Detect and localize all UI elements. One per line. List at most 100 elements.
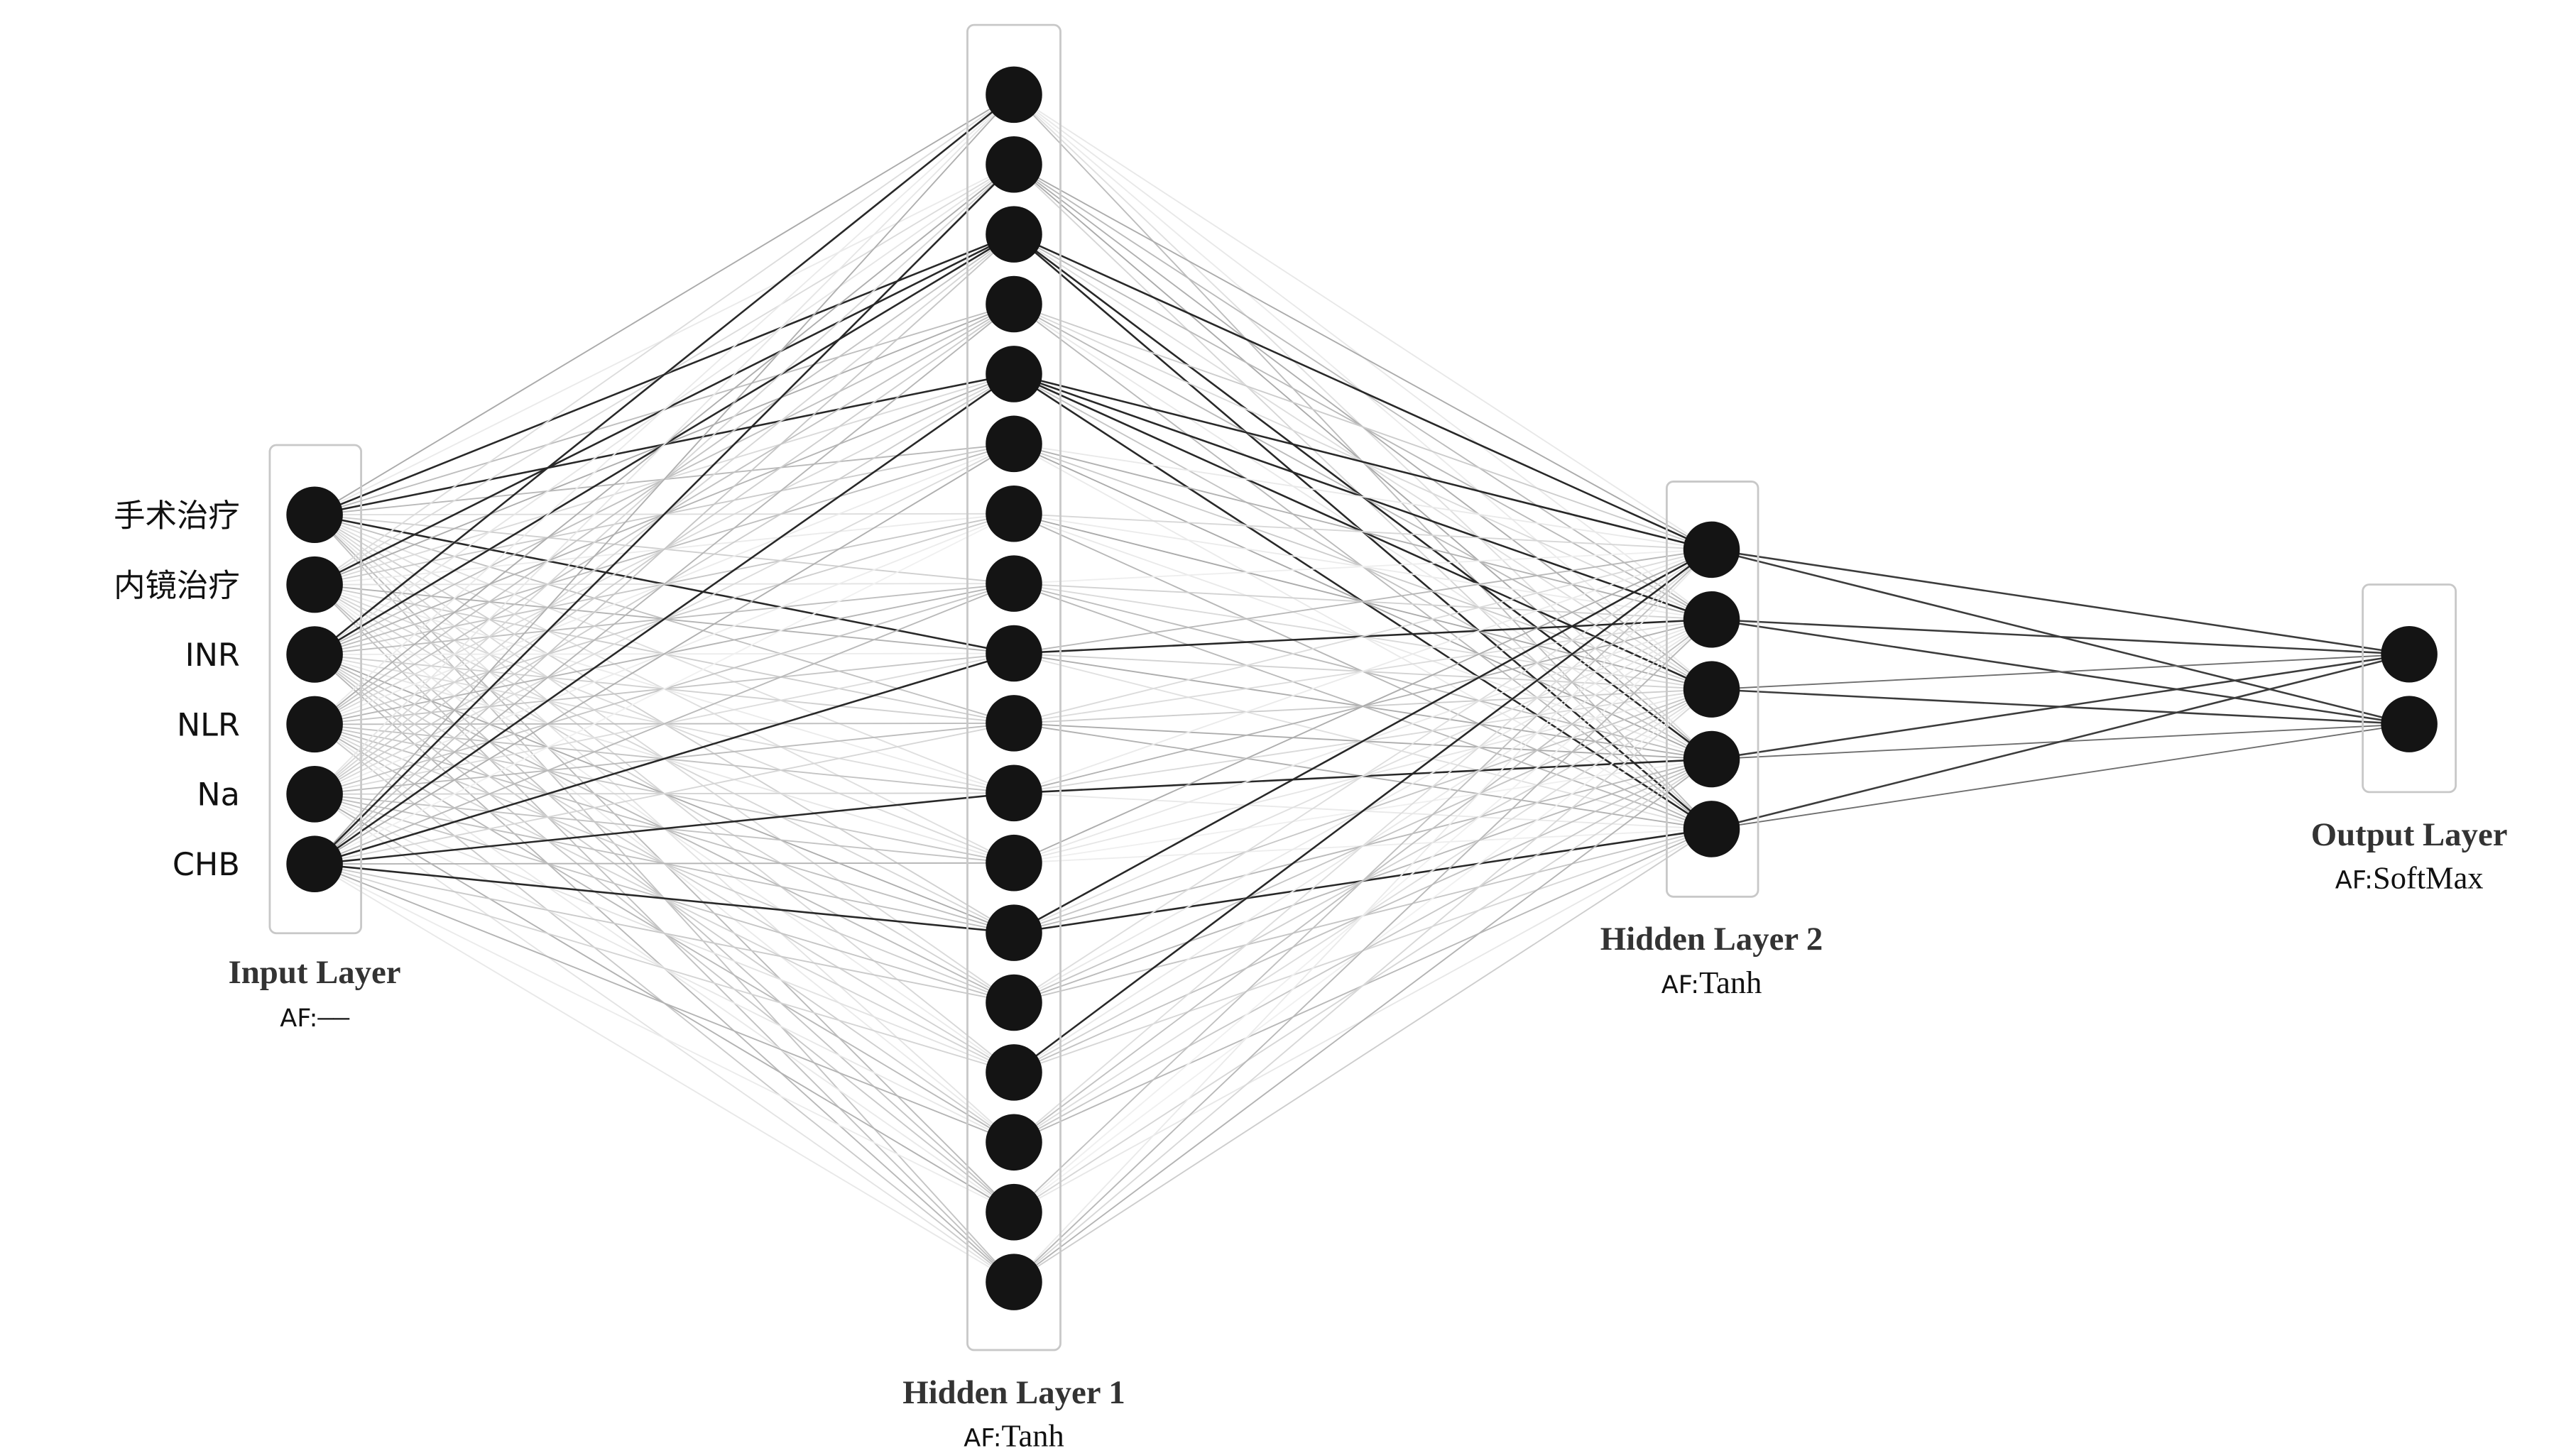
connection-edge [314,94,1015,586]
input-label-inr: INR [185,637,240,674]
hidden-1-node [986,1183,1042,1241]
input-layer-title: Input Layer [229,954,401,991]
connection-edge [314,94,1015,795]
connection-edge [1013,443,1712,551]
hidden-1-node [986,1114,1042,1171]
connection-edge [314,303,1015,865]
input-node [286,696,343,753]
connection-edge [1013,619,1713,1283]
hidden-1-node [986,1254,1042,1310]
connection-edge [314,652,1015,865]
connection-edge [314,863,1015,1073]
af-prefix: AF: [2335,866,2373,895]
hidden-2-node [1683,521,1740,579]
connection-edge [1013,549,1712,654]
hidden-layer-2-af: AF:Tanh [1661,965,1762,1000]
connection-edge [1013,549,1713,1283]
hidden-1-node [986,346,1042,402]
hidden-1-node [986,695,1042,752]
connection-edge [1711,549,2410,656]
connection-edge [1013,549,1713,934]
connection-edge [314,234,1015,865]
connection-edge [1013,373,1712,551]
hidden-1-node [986,485,1042,542]
hidden-1-node [986,974,1042,1031]
input-node [286,556,343,613]
connection-edge [1013,163,1713,551]
hidden-layer-1-box [966,23,1061,1351]
connection-edge [314,163,1015,865]
hidden-1-node [986,1044,1042,1101]
connection-edge [1013,94,1713,551]
connection-edge [315,862,1014,865]
hidden-layer-2-title: Hidden Layer 2 [1600,921,1823,958]
connection-edge [1013,758,1713,1283]
output-layer-title: Output Layer [2311,816,2508,853]
hidden-layer-1-af: AF:Tanh [964,1418,1064,1453]
connection-edge [1711,723,2410,830]
input-layer-box [268,444,363,935]
af-value: –– [317,998,350,1033]
af-prefix: AF: [280,1004,317,1033]
hidden-2-node [1683,661,1740,718]
hidden-1-node [986,904,1042,961]
connection-edge [1711,653,2410,830]
input-node [286,626,343,683]
connection-edge [1013,303,1712,551]
hidden-2-node [1683,730,1740,788]
connection-edge [1013,512,1712,551]
hidden-1-node [986,66,1042,124]
af-prefix: AF: [964,1424,1001,1453]
output-layer-box [2362,583,2457,794]
hidden-1-node [986,764,1042,822]
connection-edge [314,94,1015,725]
input-label-nlr: NLR [177,707,240,743]
af-value: Tanh [1699,965,1762,1000]
connection-edge [314,863,1015,1283]
hidden-2-node [1683,591,1740,648]
hidden-1-node [986,555,1042,612]
input-label-chb: CHB [173,847,240,883]
connection-edge [314,443,1015,865]
output-node [2381,696,2438,752]
connection-edge [314,792,1015,865]
connection-edge [1013,549,1712,794]
connection-edge [314,863,1015,1004]
connection-edge [1013,549,1713,1213]
connection-edge [314,862,1015,934]
input-label-endoscopy: 内镜治疗 [114,568,240,604]
output-layer-af: AF:SoftMax [2335,860,2484,896]
af-value: SoftMax [2373,860,2484,896]
input-layer-af: AF:–– [280,998,350,1033]
af-value: Tanh [1002,1418,1064,1453]
input-label-na: Na [197,777,239,813]
connection-edge [314,94,1015,656]
connection-edge [1013,549,1713,1004]
output-node [2381,625,2438,683]
connection-edge [1711,653,2410,691]
hidden-1-node [986,625,1042,682]
connection-edge [314,583,1015,865]
nodes [286,66,2438,1310]
connection-edge [314,94,1015,865]
hidden-1-node [986,834,1042,892]
hidden-layer-2-box [1665,481,1759,898]
connection-edge [314,512,1015,865]
input-node [286,486,343,543]
input-label-surgery: 手术治疗 [114,498,240,534]
connection-edge [1013,828,1713,1283]
connection-edge [1013,233,1713,551]
hidden-1-node [986,206,1042,263]
input-node [286,835,343,892]
input-labels: 手术治疗 内镜治疗 INR NLR Na CHB [114,498,240,883]
input-node [286,766,343,823]
connection-edge [314,863,1015,1213]
connection-edge [314,94,1015,516]
connection-edge [1711,618,2410,656]
hidden-2-node [1683,801,1740,857]
connection-edge [1013,689,1713,1283]
connection-edge [314,863,1015,1144]
connection-edge [1013,549,1712,724]
af-prefix: AF: [1661,970,1699,999]
